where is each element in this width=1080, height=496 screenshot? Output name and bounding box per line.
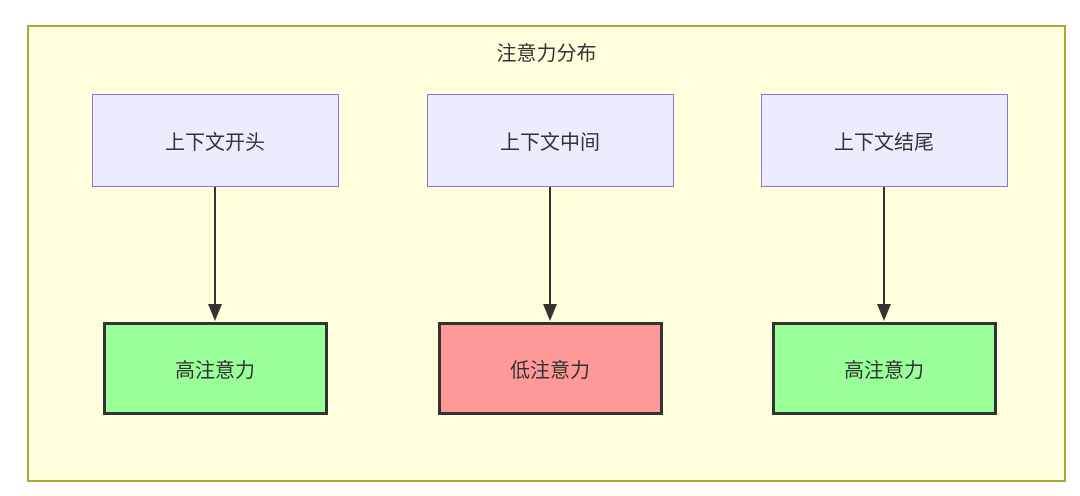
lane-context-middle: 上下文中间 低注意力 <box>380 94 720 415</box>
node-context-middle: 上下文中间 <box>426 94 674 187</box>
node-high-attention-2: 高注意力 <box>771 322 997 415</box>
attention-distribution-diagram: 注意力分布 上下文开头 高注意力 上下文中间 低注意力 上下文结尾 <box>27 25 1066 482</box>
node-context-end-label: 上下文结尾 <box>834 132 934 154</box>
node-context-end: 上下文结尾 <box>760 94 1008 187</box>
node-low-attention: 低注意力 <box>437 322 663 415</box>
diagram-title: 注意力分布 <box>496 43 597 65</box>
node-low-attention-label: 低注意力 <box>510 360 590 382</box>
lane-context-start: 上下文开头 高注意力 <box>45 94 385 415</box>
node-context-middle-label: 上下文中间 <box>500 132 600 154</box>
arrow-down-icon <box>877 187 891 321</box>
node-context-start: 上下文开头 <box>91 94 339 187</box>
node-high-attention-2-label: 高注意力 <box>844 360 924 382</box>
node-high-attention-1-label: 高注意力 <box>175 360 255 382</box>
arrow-down-icon <box>543 187 557 321</box>
lane-context-end: 上下文结尾 高注意力 <box>714 94 1054 415</box>
arrow-down-icon <box>208 187 222 321</box>
node-context-start-label: 上下文开头 <box>165 132 265 154</box>
node-high-attention-1: 高注意力 <box>102 322 328 415</box>
